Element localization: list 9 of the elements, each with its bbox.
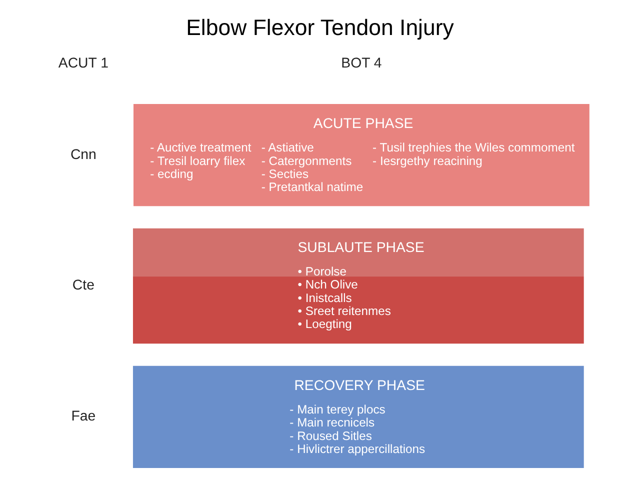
label: BOT 4 xyxy=(341,54,382,70)
label: ACUT 1 xyxy=(58,54,108,70)
node-box: RECOVERY PHASE - Main terey plocs - Main recnicels - Roused Sitles - Hivlictrer appercillations xyxy=(132,365,584,468)
diagram-title: Elbow Flexor Tendon Injury xyxy=(186,14,454,40)
node-box: SUBLAUTE PHASE • Porolse • Nch Olive • Inistcalls • Sreet reitenmes • Loegting xyxy=(132,228,584,344)
label: Cnn xyxy=(70,145,96,162)
node-box: ACUTE PHASE - Auctive treatment - Tresil loarry filex - ecding - Astiative - Catergonments - Secties - Pretantkal natime - Tusil trephies the Wiles commoment - Iesrgethy reacining xyxy=(133,104,590,206)
label: Fae xyxy=(71,407,96,424)
label: Cte xyxy=(72,276,94,292)
